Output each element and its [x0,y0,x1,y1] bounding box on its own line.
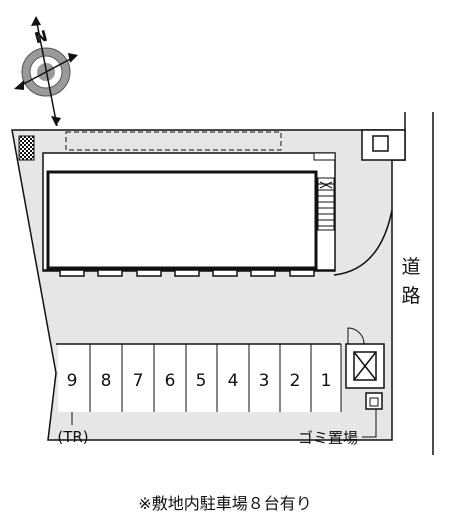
dashed-area [65,131,282,151]
entrance-door [345,327,385,389]
balconies [59,269,315,277]
parking-number-8: 8 [101,371,112,391]
parking-number-5: 5 [196,371,207,391]
driveway-curve [333,209,393,276]
parking-number-9: 9 [67,371,78,391]
parking-number-4: 4 [228,371,239,391]
road-label-char-2: 路 [401,285,420,307]
trunk-room-label: (TR) [57,428,88,446]
compass-north-label: N [33,27,50,48]
footnote: ※敷地内駐車場８台有り [138,494,311,513]
parking-number-2: 2 [290,371,301,391]
garbage-station-label: ゴミ置場 [298,429,358,447]
garbage-leader-line [362,409,377,438]
building [42,152,336,272]
road-label-char-1: 道 [401,256,420,278]
checker-marker-icon [18,135,35,161]
parking-number-1: 1 [321,371,332,391]
compass-icon [14,16,78,127]
parking-number-7: 7 [133,371,144,391]
parking-number-6: 6 [165,371,176,391]
parking-area [56,343,342,412]
staircase [317,177,335,231]
parking-number-3: 3 [259,371,270,391]
